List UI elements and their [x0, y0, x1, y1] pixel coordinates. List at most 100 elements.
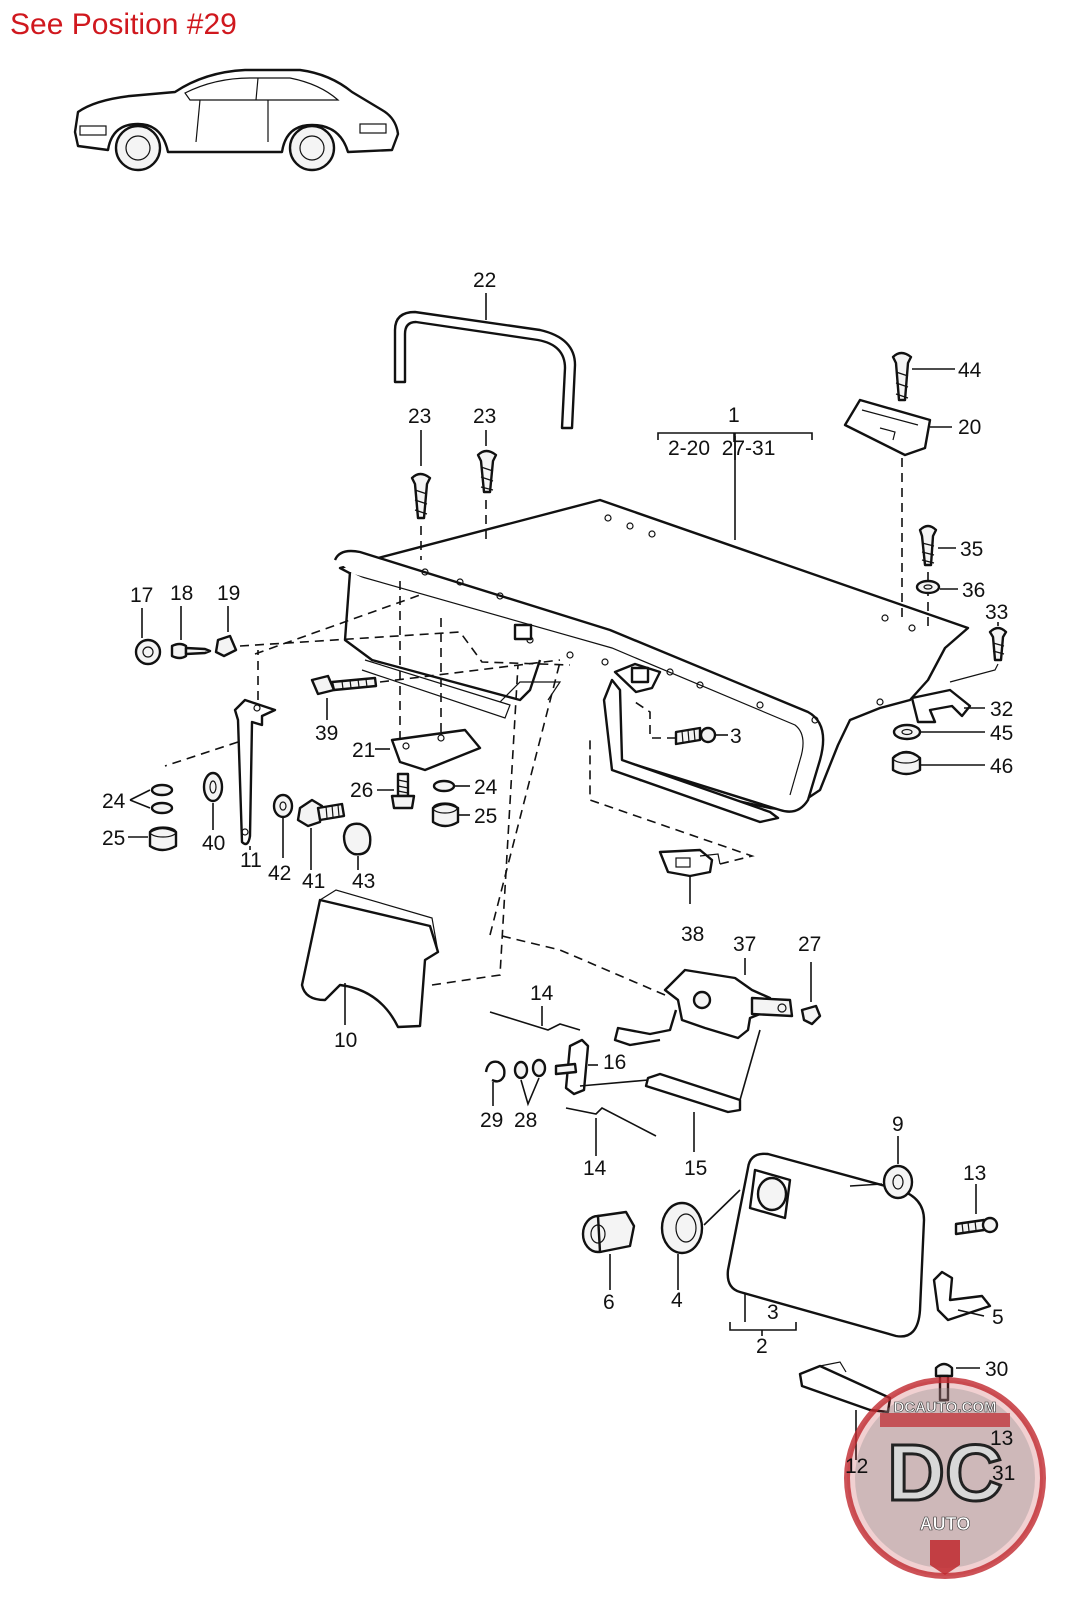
screw-3-lid: [631, 699, 728, 746]
label-33: 33: [985, 601, 1008, 624]
dcauto-watermark: DCAUTO.COM DC AUTO: [844, 1377, 1046, 1579]
washer-45: [892, 723, 985, 741]
part-labels: 1 2-20 27-31 22 23 23 44 20 35 36 33 32 …: [102, 269, 1015, 1485]
label-11: 11: [240, 849, 262, 872]
panel-2: [726, 1152, 926, 1338]
screw-33: [988, 622, 1008, 662]
label-40: 40: [202, 832, 225, 855]
nut-17: [134, 608, 162, 666]
label-10: 10: [334, 1029, 357, 1052]
label-44: 44: [958, 359, 982, 382]
label-23-left: 23: [408, 405, 431, 428]
screw-35: [918, 524, 956, 630]
lever-16: [554, 1038, 598, 1096]
washers-28: [513, 1058, 547, 1107]
label-21: 21: [352, 739, 375, 762]
screw-23-left: [410, 430, 432, 560]
label-2: 2: [756, 1335, 768, 1358]
label-30: 30: [985, 1358, 1008, 1381]
label-15: 15: [684, 1157, 707, 1180]
bracket-20: [843, 398, 952, 457]
label-13-right: 13: [963, 1162, 986, 1185]
label-45: 45: [990, 722, 1013, 745]
engine-lid: [333, 432, 970, 824]
label-9: 9: [892, 1113, 904, 1136]
grommet-4: [660, 1189, 741, 1290]
label-6: 6: [603, 1291, 615, 1314]
bolt-41: [296, 798, 346, 870]
washer-40: [202, 771, 224, 830]
nut-25-left: [128, 826, 178, 852]
label-25-center: 25: [474, 805, 497, 828]
label-4: 4: [671, 1289, 683, 1312]
grab-handle-22: [393, 293, 577, 430]
screw-44: [891, 351, 955, 620]
rivet-18: [170, 606, 212, 660]
lock-37: [497, 934, 794, 1047]
watermark-site: DCAUTO.COM: [893, 1399, 996, 1416]
label-3-lid: 3: [730, 725, 742, 748]
screw-23-right: [476, 430, 498, 540]
label-3-panel: 3: [767, 1301, 779, 1324]
bolt-39: [310, 659, 561, 720]
label-37: 37: [733, 933, 756, 956]
nut-46: [891, 750, 985, 776]
label-18: 18: [170, 582, 193, 605]
bolt-26: [377, 772, 416, 810]
label-13-watermark: 13: [990, 1427, 1013, 1450]
label-42: 42: [268, 862, 291, 885]
label-20: 20: [958, 416, 981, 439]
label-5: 5: [992, 1306, 1004, 1329]
cover-10: [300, 661, 561, 1029]
plug-6: [581, 1210, 636, 1290]
label-22: 22: [473, 269, 496, 292]
label-17: 17: [130, 584, 153, 607]
wire-14-bottom: [565, 1107, 657, 1156]
label-31: 31: [992, 1462, 1015, 1485]
label-1: 1: [728, 404, 740, 427]
label-16: 16: [603, 1051, 626, 1074]
label-28: 28: [514, 1109, 537, 1132]
wire-14-top: [489, 1006, 581, 1031]
clip-19: [214, 594, 571, 666]
label-32: 32: [990, 698, 1013, 721]
plate-21: [375, 580, 482, 772]
strap-11: [164, 650, 277, 850]
label-14-top: 14: [530, 982, 554, 1005]
label-39: 39: [315, 722, 338, 745]
car-thumbnail: [73, 68, 400, 172]
label-19: 19: [217, 582, 240, 605]
label-1-ranges: 2-20 27-31: [668, 437, 775, 460]
label-24-center: 24: [474, 776, 498, 799]
label-26: 26: [350, 779, 373, 802]
label-27: 27: [798, 933, 821, 956]
washer-42: [272, 793, 294, 858]
switch-38: [589, 740, 755, 904]
label-43: 43: [352, 870, 375, 893]
label-35: 35: [960, 538, 983, 561]
label-24-left: 24: [102, 790, 126, 813]
label-14-bottom: 14: [583, 1157, 607, 1180]
label-25-left: 25: [102, 827, 125, 850]
washer-24-center: [432, 779, 470, 793]
label-23-right: 23: [473, 405, 496, 428]
washers-24-left: [129, 783, 174, 815]
label-41: 41: [302, 870, 325, 893]
label-38: 38: [681, 923, 704, 946]
rod-15: [579, 1029, 761, 1152]
watermark-letters: DC: [887, 1428, 1003, 1517]
washer-9: [849, 1136, 914, 1200]
cap-43: [342, 822, 372, 870]
washer-36: [915, 579, 958, 595]
label-29: 29: [480, 1109, 503, 1132]
handle-5: [932, 1270, 992, 1322]
screw-13: [954, 1184, 999, 1236]
clip-27: [800, 962, 822, 1026]
strut-12: [798, 1361, 892, 1460]
nut-25-center: [431, 802, 470, 828]
label-36: 36: [962, 579, 985, 602]
watermark-word: AUTO: [920, 1514, 971, 1534]
label-12: 12: [845, 1455, 868, 1478]
clip-29: [484, 1060, 506, 1106]
